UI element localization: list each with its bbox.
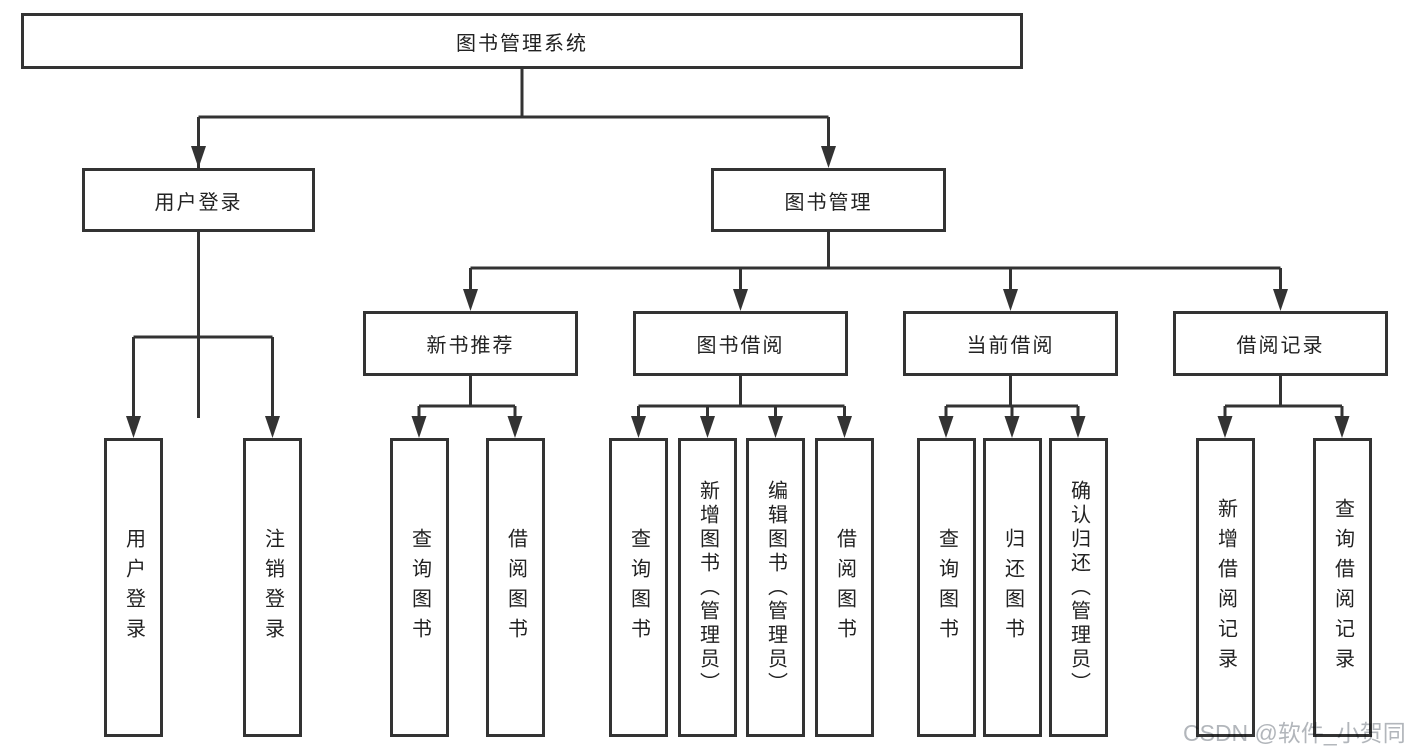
- arrowhead-icon: [837, 416, 852, 438]
- node-current-borrowing-label: 当前借阅: [966, 335, 1055, 357]
- leaf-records-add-record: 新增借阅记录: [1196, 438, 1255, 737]
- leaf-current-confirm-return-admin: 确认归还（管理员）: [1049, 438, 1108, 737]
- arrowhead-icon: [463, 289, 478, 311]
- leaf-user-login: 用户登录: [104, 438, 163, 737]
- leaf-recommend-borrow-books: 借阅图书: [486, 438, 545, 737]
- leaf-borrowing-query-books-label: 查询图书: [627, 527, 650, 648]
- node-borrowing-records-label: 借阅记录: [1236, 335, 1325, 357]
- leaf-logout-label: 注销登录: [261, 527, 284, 648]
- node-book-borrowing-label: 图书借阅: [696, 335, 785, 357]
- leaf-borrowing-edit-books-admin: 编辑图书（管理员）: [746, 438, 805, 737]
- arrowhead-icon: [821, 146, 836, 168]
- leaf-current-confirm-return-admin-label: 确认归还（管理员）: [1067, 479, 1090, 696]
- arrowhead-icon: [265, 416, 280, 438]
- arrowhead-icon: [700, 416, 715, 438]
- leaf-records-query-record: 查询借阅记录: [1313, 438, 1372, 737]
- node-book-borrowing: 图书借阅: [633, 311, 848, 376]
- leaf-borrowing-add-books-admin-label: 新增图书（管理员）: [696, 479, 719, 696]
- node-new-book-recommend-label: 新书推荐: [426, 335, 515, 357]
- node-root-system: 图书管理系统: [21, 13, 1023, 69]
- leaf-borrowing-edit-books-admin-label: 编辑图书（管理员）: [764, 479, 787, 696]
- leaf-current-return-books: 归还图书: [983, 438, 1042, 737]
- node-user-login: 用户登录: [82, 168, 315, 232]
- arrowhead-icon: [768, 416, 783, 438]
- leaf-logout: 注销登录: [243, 438, 302, 737]
- connector-borrowing-records-to-leaves: [1223, 376, 1344, 418]
- node-book-management: 图书管理: [711, 168, 946, 232]
- leaf-borrowing-borrow-books: 借阅图书: [815, 438, 874, 737]
- arrowhead-icon: [631, 416, 646, 438]
- leaf-current-query-books-label: 查询图书: [935, 527, 958, 648]
- arrowhead-icon: [1273, 289, 1288, 311]
- node-book-management-label: 图书管理: [784, 191, 873, 214]
- arrowhead-icon: [411, 416, 427, 438]
- leaf-records-query-record-label: 查询借阅记录: [1331, 497, 1354, 678]
- leaf-recommend-query-books: 查询图书: [390, 438, 449, 737]
- arrowhead-icon: [1004, 416, 1020, 438]
- leaf-borrowing-borrow-books-label: 借阅图书: [833, 527, 856, 648]
- arrowhead-icon: [938, 416, 954, 438]
- connector-user-login-to-leaves: [132, 232, 274, 418]
- arrowhead-icon: [1217, 416, 1233, 438]
- arrowhead-icon: [1003, 289, 1018, 311]
- leaf-current-query-books: 查询图书: [917, 438, 976, 737]
- arrowhead-icon: [1070, 416, 1086, 438]
- node-root-system-label: 图书管理系统: [456, 32, 588, 55]
- connector-new-book-recommend-to-leaves: [417, 376, 517, 418]
- leaf-records-add-record-label: 新增借阅记录: [1214, 497, 1237, 678]
- arrowhead-icon: [733, 289, 748, 311]
- node-new-book-recommend: 新书推荐: [363, 311, 578, 376]
- node-current-borrowing: 当前借阅: [903, 311, 1118, 376]
- leaf-borrowing-query-books: 查询图书: [609, 438, 668, 737]
- arrowhead-icon: [126, 416, 141, 438]
- leaf-recommend-borrow-books-label: 借阅图书: [504, 527, 527, 648]
- node-borrowing-records: 借阅记录: [1173, 311, 1388, 376]
- leaf-current-return-books-label: 归还图书: [1001, 527, 1024, 648]
- arrowhead-icon: [507, 416, 523, 438]
- connector-book-management-to-level3: [469, 232, 1282, 291]
- node-user-login-label: 用户登录: [154, 191, 243, 214]
- arrowhead-icon: [1334, 416, 1350, 438]
- arrowhead-icon: [191, 146, 206, 168]
- csdn-watermark: CSDN @软件_小贺同学: [1183, 720, 1405, 746]
- leaf-recommend-query-books-label: 查询图书: [408, 527, 431, 648]
- connector-book-borrowing-to-leaves: [637, 376, 846, 418]
- leaf-borrowing-add-books-admin: 新增图书（管理员）: [678, 438, 737, 737]
- connector-current-borrowing-to-leaves: [944, 376, 1080, 418]
- leaf-user-login-label: 用户登录: [122, 527, 145, 648]
